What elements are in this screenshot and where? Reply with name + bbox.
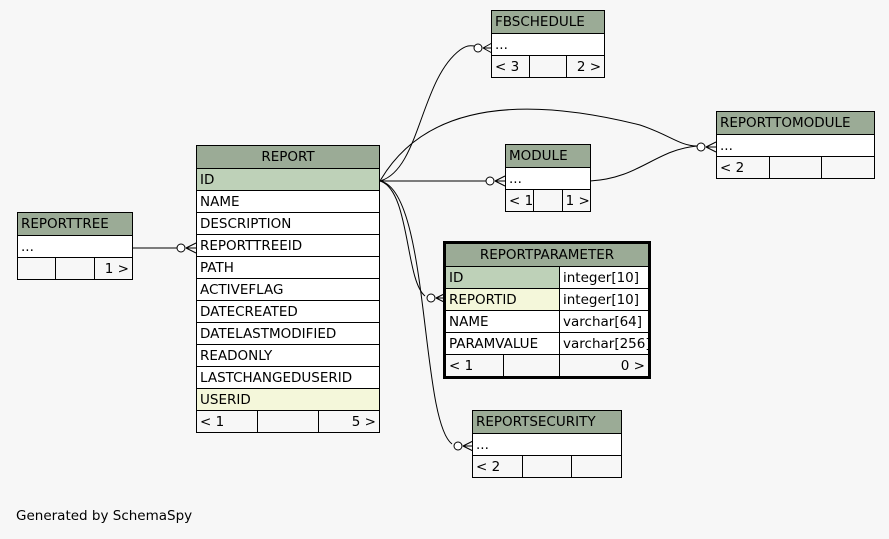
table-module[interactable]: MODULE ... < 1 1 > — [505, 144, 591, 212]
column-name-type: varchar[64] — [559, 311, 648, 332]
footer-middle — [55, 258, 93, 279]
table-fbschedule[interactable]: FBSCHEDULE ... < 3 2 > — [491, 10, 605, 78]
crows-foot — [494, 175, 506, 187]
footer-middle — [521, 456, 572, 477]
edge-end-circle — [485, 176, 495, 186]
crows-foot — [462, 440, 474, 452]
column-path: PATH — [200, 260, 234, 276]
column-paramvalue-type: varchar[256] — [559, 333, 648, 354]
edge-end-circle — [473, 43, 483, 53]
column-reporttreeid: REPORTTREEID — [200, 238, 303, 254]
table-title: REPORTSECURITY — [476, 414, 596, 430]
table-title: FBSCHEDULE — [495, 14, 585, 30]
column-userid: USERID — [200, 392, 251, 408]
column-ellipsis: ... — [495, 37, 508, 53]
edge-end-circle — [696, 142, 706, 152]
column-id-type: integer[10] — [559, 267, 648, 288]
edge-report-reporttomodule — [379, 108, 698, 182]
edge-report-fbschedule — [379, 45, 476, 182]
table-reporttree[interactable]: REPORTTREE ... 1 > — [17, 212, 133, 280]
column-readonly: READONLY — [200, 348, 273, 364]
footer-children — [571, 456, 621, 477]
column-activeflag: ACTIVEFLAG — [200, 282, 284, 298]
column-name: NAME — [200, 194, 240, 210]
table-title: REPORTPARAMETER — [479, 247, 615, 263]
column-reportid-type: integer[10] — [559, 289, 648, 310]
edge-end-circle — [453, 441, 463, 451]
footer-children — [821, 157, 874, 178]
table-title: REPORTTREE — [21, 216, 109, 232]
column-id: ID — [200, 172, 215, 188]
table-report[interactable]: REPORT ID NAME DESCRIPTION REPORTTREEID … — [196, 145, 380, 433]
table-reporttomodule[interactable]: REPORTTOMODULE ... < 2 — [716, 111, 875, 179]
crows-foot — [185, 242, 197, 254]
footer-parents: < 1 — [200, 414, 225, 430]
footer-middle — [768, 157, 822, 178]
footer-middle — [257, 411, 318, 432]
table-title: REPORTTOMODULE — [720, 115, 851, 131]
footer-parents — [18, 258, 55, 279]
footer-middle — [503, 355, 559, 376]
footer-parents: < 1 — [449, 358, 474, 374]
column-ellipsis: ... — [476, 437, 489, 453]
column-name: NAME — [446, 311, 559, 332]
column-lastchangeduserid: LASTCHANGEDUSERID — [200, 370, 353, 386]
column-datecreated: DATECREATED — [200, 304, 298, 320]
footer-middle — [533, 190, 561, 211]
footer-children: 1 > — [93, 258, 132, 279]
footer-parents: < 2 — [476, 459, 501, 475]
footer-parents: < 3 — [495, 59, 520, 75]
crows-foot — [705, 141, 717, 153]
crows-foot — [482, 42, 493, 54]
footer-children: 2 > — [566, 56, 604, 77]
column-ellipsis: ... — [720, 138, 733, 154]
column-ellipsis: ... — [509, 171, 522, 187]
edge-end-circle — [426, 293, 436, 303]
edge-report-reportsecurity — [379, 180, 453, 445]
generated-by-label: Generated by SchemaSpy — [16, 508, 193, 524]
footer-children: 1 > — [561, 190, 590, 211]
column-ellipsis: ... — [21, 239, 34, 255]
table-title: MODULE — [509, 148, 568, 164]
column-paramvalue: PARAMVALUE — [446, 333, 559, 354]
edge-report-reportparameter — [379, 180, 426, 297]
column-datelastmodified: DATELASTMODIFIED — [200, 326, 337, 342]
column-reportid: REPORTID — [446, 289, 559, 310]
column-description: DESCRIPTION — [200, 216, 292, 232]
table-reportsecurity[interactable]: REPORTSECURITY ... < 2 — [472, 410, 622, 478]
edge-end-circle — [176, 243, 186, 253]
footer-parents: < 1 — [509, 193, 534, 209]
footer-children: 5 > — [318, 411, 379, 432]
footer-parents: < 2 — [720, 160, 745, 176]
edge-module-reporttomodule — [589, 145, 698, 182]
column-id: ID — [446, 267, 559, 288]
footer-children: 0 > — [559, 355, 648, 376]
footer-middle — [528, 56, 567, 77]
table-title: REPORT — [261, 149, 315, 165]
table-reportparameter[interactable]: REPORTPARAMETER ID integer[10] REPORTID … — [443, 241, 651, 379]
